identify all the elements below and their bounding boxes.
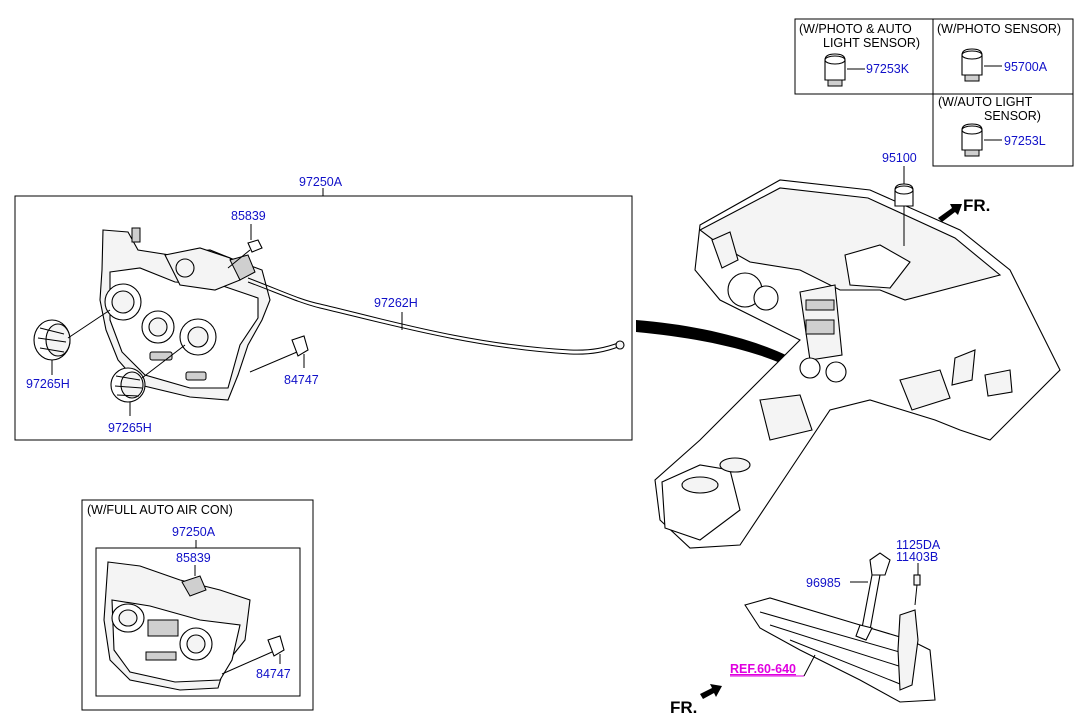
- part-label-97265H-bottom[interactable]: 97265H: [108, 421, 152, 435]
- bracket-96985-illustration: [855, 552, 891, 641]
- note-auto-light-line1: (W/AUTO LIGHT: [938, 95, 1033, 109]
- cable-97262H-illustration: [247, 277, 625, 355]
- leader-ref: [803, 654, 816, 677]
- bracket-84747-illustration: [291, 335, 309, 357]
- part-label-96985[interactable]: 96985: [806, 576, 841, 590]
- sensor-95100-illustration: [894, 183, 914, 207]
- bolt-1125DA-illustration: [913, 574, 921, 606]
- reference-link-60-640[interactable]: REF.60-640: [730, 662, 796, 676]
- leader-84747-full-to-unit: [221, 651, 273, 675]
- note-photo-auto-line2: LIGHT SENSOR): [823, 36, 920, 50]
- full-auto-frame: [81, 499, 314, 711]
- fr-arrow-top-icon: [938, 204, 962, 222]
- part-label-97265H-left[interactable]: 97265H: [26, 377, 70, 391]
- part-label-97253L[interactable]: 97253L: [1004, 134, 1046, 148]
- crossmember-illustration: [744, 597, 936, 703]
- front-direction-arrow-bottom: FR.: [670, 684, 722, 717]
- part-label-84747-main[interactable]: 84747: [284, 373, 319, 387]
- part-label-97250A-main[interactable]: 97250A: [299, 175, 343, 189]
- dashboard-illustration: [654, 179, 1061, 549]
- sensor-95700A-illustration: [961, 48, 983, 82]
- part-label-85839-full[interactable]: 85839: [176, 551, 211, 565]
- part-label-95700A[interactable]: 95700A: [1004, 60, 1048, 74]
- full-auto-control-unit-illustration: [103, 561, 251, 691]
- part-label-97262H[interactable]: 97262H: [374, 296, 418, 310]
- part-label-84747-full[interactable]: 84747: [256, 667, 291, 681]
- callout-wedge: [636, 320, 800, 370]
- heater-control-unit-illustration: [99, 227, 271, 401]
- sensor-variant-table: (W/PHOTO & AUTO LIGHT SENSOR) (W/PHOTO S…: [794, 18, 1074, 167]
- leader-84747-to-unit: [249, 351, 298, 373]
- note-photo-auto-line1: (W/PHOTO & AUTO: [799, 22, 912, 36]
- part-label-97250A-full[interactable]: 97250A: [172, 525, 216, 539]
- bracket-84747-full-illustration: [267, 635, 285, 657]
- sensor-97253K-illustration: [824, 53, 846, 87]
- fr-label-bottom: FR.: [670, 698, 697, 717]
- sensor-table-bottom-cell: [932, 93, 1074, 167]
- full-auto-aircon-box: (W/FULL AUTO AIR CON) 97250A 85839 84747: [81, 499, 314, 711]
- fr-label-top: FR.: [963, 196, 990, 215]
- knob-97265H-left-illustration: [33, 319, 71, 361]
- note-full-auto-air-con: (W/FULL AUTO AIR CON): [87, 503, 233, 517]
- front-direction-arrow-top: FR.: [938, 196, 990, 222]
- part-label-95100[interactable]: 95100: [882, 151, 917, 165]
- leader-85839-to-unit: [227, 249, 251, 269]
- leader-97265H-left-to-unit: [67, 309, 111, 339]
- note-auto-light-line2: SENSOR): [984, 109, 1041, 123]
- fr-arrow-bottom-icon: [700, 684, 722, 699]
- sensor-97253L-illustration: [961, 123, 983, 157]
- leader-97265H-bottom-to-unit: [141, 344, 186, 379]
- part-label-1125DA[interactable]: 1125DA: [896, 538, 941, 552]
- knob-97265H-bottom-illustration: [110, 367, 146, 403]
- clip-85839-illustration: [247, 239, 263, 253]
- heater-control-assembly-box: 97250A 97265H: [14, 175, 633, 441]
- part-label-85839-main[interactable]: 85839: [231, 209, 266, 223]
- full-auto-inner-frame: [95, 547, 301, 697]
- part-label-11403B[interactable]: 11403B: [896, 550, 938, 564]
- part-label-97253K[interactable]: 97253K: [866, 62, 910, 76]
- note-photo-sensor: (W/PHOTO SENSOR): [937, 22, 1061, 36]
